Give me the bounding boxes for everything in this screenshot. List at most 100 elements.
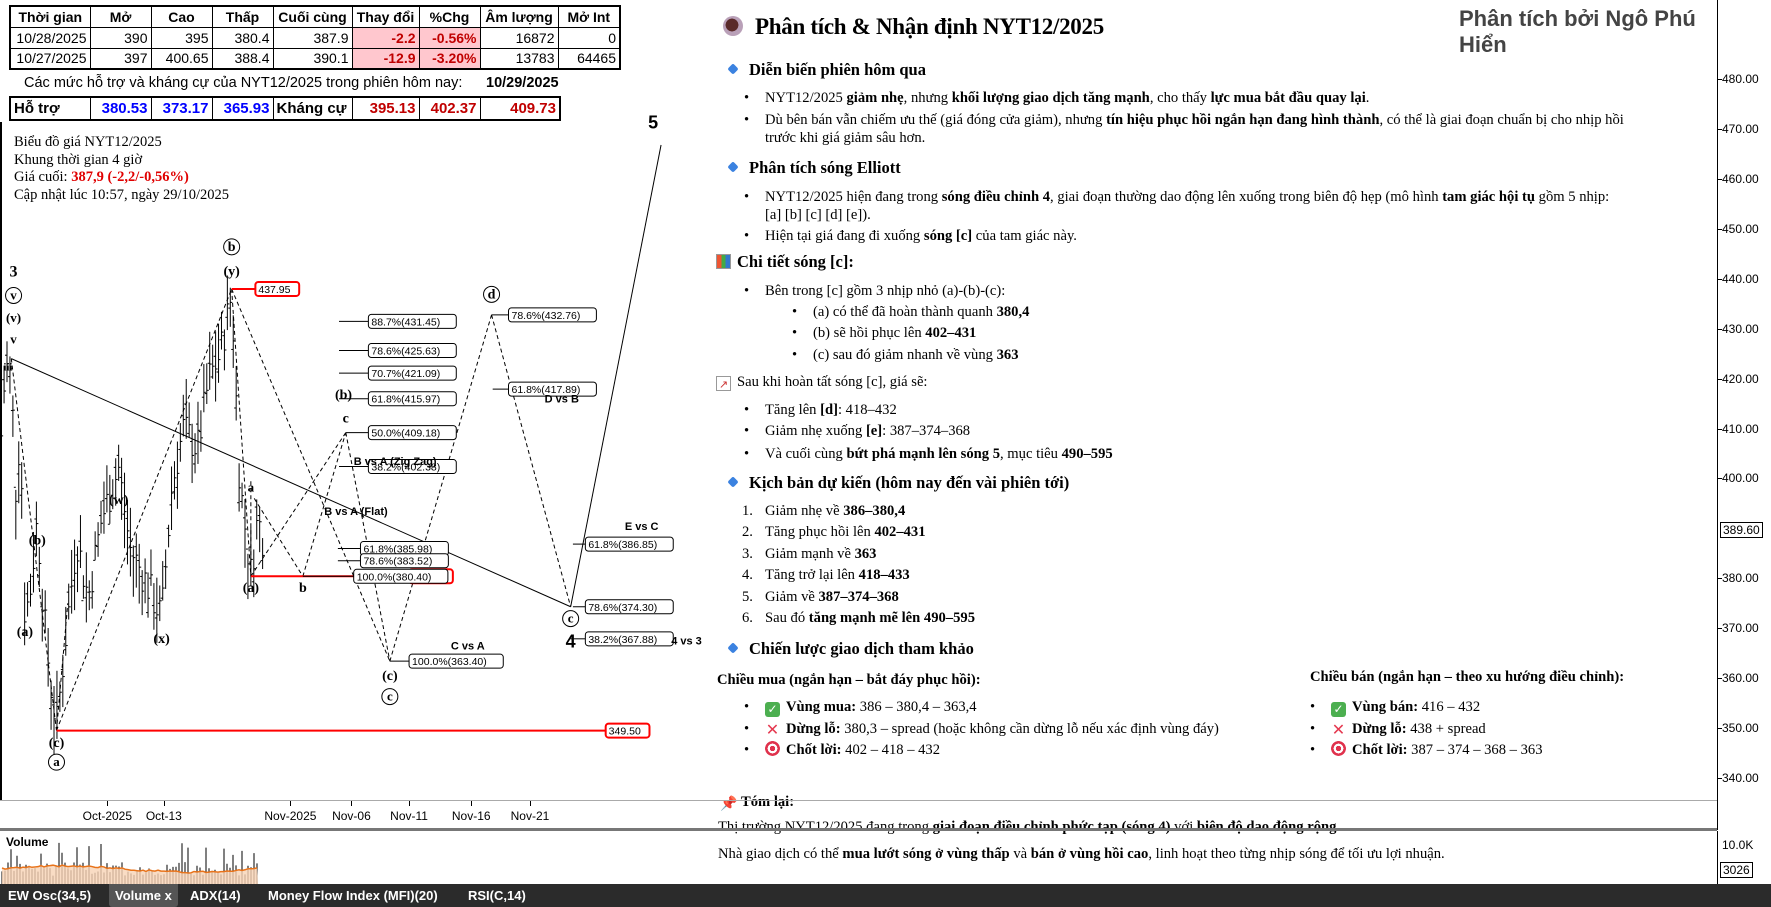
fib-label: 70.7%(421.09): [367, 365, 457, 381]
label-text: 61.8%(417.89): [512, 384, 581, 396]
price-bar: [237, 463, 242, 512]
price-bar: [78, 515, 83, 568]
quote-cell: -3.20%: [418, 47, 481, 70]
text-segment: 402–431: [874, 524, 926, 541]
price-tick: 460.00: [1722, 171, 1759, 186]
quote-cell: -2.2: [351, 26, 420, 49]
text-segment: , linh hoạt theo từng nhịp sóng để tối ư…: [1148, 846, 1445, 862]
text-segment: giai đoạn điều chỉnh phức tạp (sóng 4): [932, 819, 1171, 835]
wave-circle: [223, 238, 241, 256]
quote-cell: 10/28/2025: [9, 26, 91, 49]
text-segment: Giảm mạnh về: [765, 545, 855, 562]
summary-line: Nhà giao dịch có thể mua lướt sóng ở vùn…: [718, 844, 1445, 865]
label-box: [353, 568, 449, 584]
level-tag-437: 437.95: [254, 280, 301, 297]
label-text: 88.7%(431.45): [371, 316, 440, 328]
text-segment: Chốt lời:: [1352, 742, 1408, 758]
price-bar: [169, 466, 174, 531]
label-text: 50.0%(409.18): [371, 428, 440, 440]
fib-label: 38.2%(367.88): [584, 631, 674, 647]
tab-close-icon[interactable]: x: [164, 888, 172, 903]
price-bar: [43, 590, 48, 634]
tick-mark: [1718, 278, 1722, 280]
volume-pane[interactable]: Volume 10.0K 3026: [0, 831, 1753, 884]
wave-label-text: a: [53, 754, 60, 769]
quote-cell: -0.56%: [418, 26, 481, 49]
levels-date: 10/29/2025: [486, 75, 559, 91]
text-segment: Giảm nhẹ xuống: [765, 423, 866, 439]
wave-label-text: d: [488, 287, 496, 302]
wave-connector-dashed: [231, 288, 252, 577]
label-text: 78.6%(425.63): [371, 345, 440, 357]
wave-connector-dashed: [56, 603, 69, 731]
label-box: [508, 381, 597, 397]
tab-mfi[interactable]: Money Flow Index (MFI)(20): [268, 888, 438, 903]
date-label: Nov-11: [390, 809, 428, 823]
price-bar: [260, 538, 265, 570]
price-bar: [84, 552, 89, 623]
wave-label-text: (y): [223, 265, 240, 280]
section-heading-text: Diễn biến phiên hôm qua: [749, 60, 926, 79]
quote-cell: 64465: [557, 47, 621, 70]
pane-divider[interactable]: [0, 828, 1717, 831]
price-bar: [113, 458, 118, 506]
list-item: NYT12/2025 giảm nhẹ, nhưng khối lượng gi…: [744, 88, 1369, 109]
column-header: Thay đổi: [351, 5, 420, 28]
label-text: 61.8%(386.85): [588, 539, 657, 551]
price-bar: [87, 580, 92, 611]
price-bar: [216, 323, 221, 383]
cross-icon: ✕: [765, 719, 780, 739]
wave-label: (a): [243, 581, 260, 596]
text-segment: gồm 5 nhịp:: [1535, 189, 1610, 205]
tick-mark: [1718, 328, 1722, 330]
wave-label: iii: [3, 362, 12, 374]
target-icon: [1331, 741, 1346, 756]
list-item: Và cuối cùng bứt phá mạnh lên sóng 5, mụ…: [744, 444, 1113, 465]
price-bar: [225, 275, 230, 331]
price-bar: [125, 499, 130, 565]
diamond-bullet-icon: [727, 161, 739, 173]
label-text: 100.0%(380.40): [357, 571, 432, 583]
tab-volume[interactable]: Volume x: [109, 884, 178, 907]
text-segment: Tăng phục hồi lên: [765, 524, 875, 541]
tab-ew-osc[interactable]: EW Osc(34,5): [8, 888, 92, 903]
quote-cell: 13783: [479, 47, 559, 70]
quote-cell: 0: [557, 26, 621, 49]
resistance-level-3: 409.73: [479, 96, 561, 121]
price-bar: [172, 461, 177, 500]
price-bar: [213, 331, 218, 402]
tab-adx[interactable]: ADX(14): [190, 888, 241, 903]
section-heading-strategy: Chiến lược giao dịch tham khảo: [727, 639, 974, 659]
wave-label-text: 3: [10, 264, 18, 281]
price-chart[interactable]: 437.95380.40349.5088.7%(431.45)78.6%(425…: [0, 0, 1717, 800]
wave-connector-dashed: [231, 288, 391, 662]
price-bar: [66, 583, 71, 620]
text-segment: tăng mạnh mẽ lên 490–595: [808, 610, 975, 626]
text-segment: 386–380,4: [843, 503, 906, 519]
text-segment: Vùng mua:: [786, 699, 857, 715]
text-segment: trước khi giá giảm sâu hơn.: [765, 130, 926, 146]
price-bar: [240, 482, 245, 509]
tick-mark: [1718, 128, 1722, 130]
wave-label-text: iii: [3, 362, 12, 374]
level-tag-349: 349.50: [604, 722, 651, 739]
tab-rsi[interactable]: RSI(C,14): [468, 888, 526, 903]
date-label: Nov-21: [510, 809, 550, 823]
bar-chart-icon: [716, 254, 731, 269]
text-segment: 386 – 380,4 – 363,4: [856, 699, 977, 715]
date-tick: [351, 801, 353, 806]
price-bar: [90, 571, 95, 609]
price-bar: [146, 572, 151, 618]
price-bar: [187, 402, 192, 438]
list-item: Dù bên bán vẫn chiếm ưu thế (giá đóng cử…: [744, 110, 1624, 131]
fib-caption: C vs A: [451, 641, 485, 653]
text-segment: Giảm về: [765, 588, 819, 605]
price-bar: [148, 549, 153, 586]
quote-cell: 400.65: [150, 47, 213, 70]
price-bar: [204, 363, 209, 405]
text-segment: 416 – 432: [1418, 699, 1481, 715]
price-bar: [75, 546, 80, 593]
price-bar: [101, 481, 106, 534]
